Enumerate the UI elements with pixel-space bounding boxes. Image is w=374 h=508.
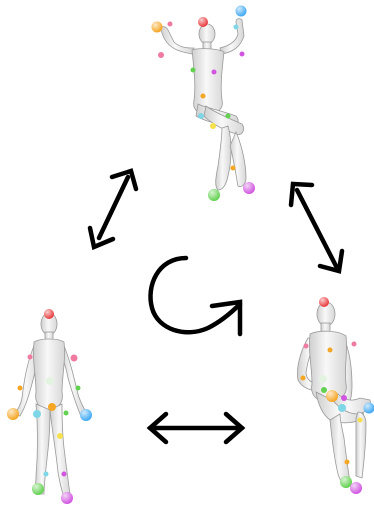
arrow-top-left-bidirectional bbox=[90, 171, 136, 247]
arrow-left-right-bidirectional bbox=[150, 414, 242, 442]
figure-top-seated-arms-raised bbox=[152, 6, 256, 202]
figure-right-seated-hand-on-knee bbox=[297, 297, 374, 494]
figure-left-standing bbox=[7, 309, 92, 504]
arrow-top-right-bidirectional bbox=[291, 184, 342, 271]
center-cycle-arrow-icon bbox=[150, 258, 240, 334]
